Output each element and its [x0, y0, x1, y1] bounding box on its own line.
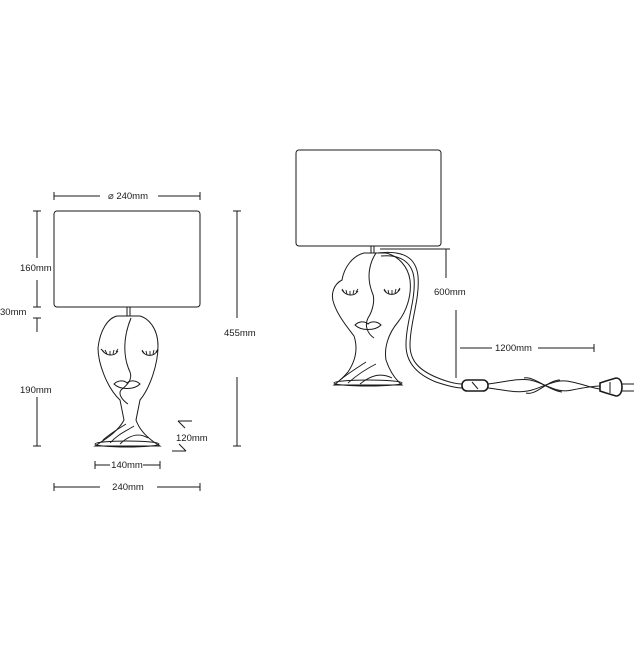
side-mouth: [354, 321, 382, 330]
dim-switch-to-plug: 1200mm: [495, 343, 532, 354]
dim-total-width: 240mm: [112, 482, 144, 493]
dim-base-height: 190mm: [20, 385, 52, 396]
front-base: [94, 440, 160, 448]
side-face-head: [331, 252, 411, 386]
front-mouth: [113, 380, 141, 389]
side-lamp-shade: [295, 149, 442, 247]
side-view: 600mm 1200mm: [295, 149, 634, 397]
dim-shade-diameter: ⌀ 240mm: [108, 191, 148, 202]
dim-base-width: 140mm: [111, 460, 143, 471]
power-cord: [377, 251, 463, 385]
front-face-head: [93, 315, 162, 447]
side-base: [333, 379, 403, 387]
front-lamp-shade: [53, 210, 201, 308]
power-plug: [599, 377, 623, 397]
dim-total-height: 455mm: [224, 328, 256, 339]
dim-neck-height: 30mm: [0, 307, 26, 318]
inline-switch: [461, 379, 489, 392]
dim-base-depth: 120mm: [176, 433, 208, 444]
dim-cord-to-switch: 600mm: [434, 287, 466, 298]
front-view: ⌀ 240mm 160mm 30mm 190mm 455mm 120mm 140…: [0, 191, 256, 493]
dim-shade-height: 160mm: [20, 263, 52, 274]
